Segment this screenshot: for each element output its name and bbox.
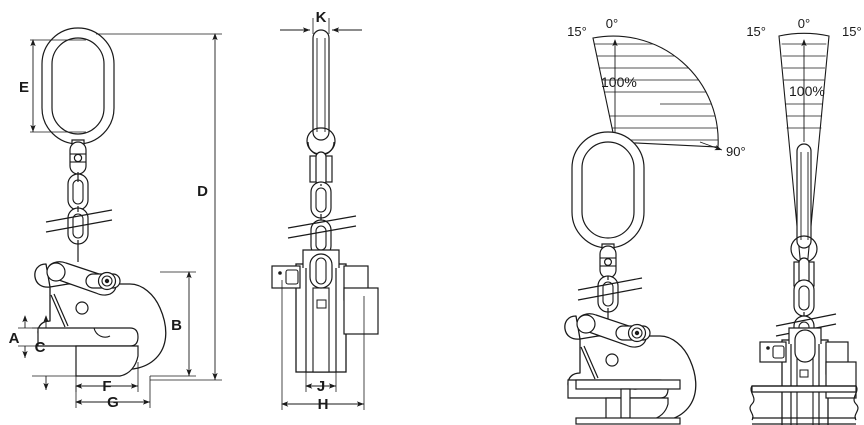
clamp-cam-lever bbox=[46, 261, 121, 296]
dimension-J: J bbox=[305, 372, 337, 395]
clamp-body-front bbox=[271, 249, 379, 373]
plate-with-break-lines bbox=[749, 385, 859, 425]
master-link-edge bbox=[312, 29, 330, 141]
view-side-angle-chart: 0° 15° 90° 100% bbox=[564, 16, 746, 425]
dimension-K: K bbox=[280, 9, 362, 34]
dimension-E: E bbox=[19, 39, 86, 133]
clamp-pivot-pin-left-4 bbox=[759, 341, 787, 363]
master-link bbox=[41, 27, 115, 145]
angle-label-15-right: 15° bbox=[842, 24, 862, 39]
chain-break-symbol-front bbox=[287, 215, 357, 239]
dimension-label-J: J bbox=[317, 378, 325, 395]
view-front-angle-chart: 0° 15° 15° 100% bbox=[746, 16, 862, 425]
chain-break-symbol bbox=[45, 209, 113, 233]
dimension-label-H: H bbox=[318, 396, 329, 413]
clamp-side-block-right bbox=[343, 265, 379, 335]
dimension-label-E: E bbox=[19, 79, 29, 96]
dimension-G: G bbox=[75, 376, 151, 411]
master-link-3 bbox=[571, 131, 645, 249]
chain-assembly bbox=[67, 139, 89, 262]
clamp-top-shackle-4 bbox=[788, 327, 822, 363]
clamp-pivot-pin-left bbox=[271, 265, 301, 289]
dimension-label-F: F bbox=[102, 378, 111, 395]
angle-label-0: 0° bbox=[606, 16, 618, 31]
dimension-label-C: C bbox=[35, 339, 46, 356]
angle-label-15-left: 15° bbox=[746, 24, 766, 39]
capacity-label-front: 100% bbox=[789, 83, 825, 99]
chain-assembly-edge-4 bbox=[775, 235, 837, 353]
angle-label-90: 90° bbox=[726, 144, 746, 159]
dimension-H: H bbox=[281, 280, 365, 413]
dimension-label-D: D bbox=[197, 183, 208, 200]
capacity-label-side: 100% bbox=[601, 74, 637, 90]
dimension-D: D bbox=[96, 33, 222, 381]
clamp-cam-lever-3 bbox=[576, 313, 651, 348]
dimension-label-A: A bbox=[9, 330, 20, 347]
master-link-edge-4 bbox=[796, 143, 812, 249]
view-side-dimensioned: E D B A C bbox=[9, 27, 222, 411]
dimension-B: B bbox=[150, 271, 196, 377]
chain-assembly-edge bbox=[306, 127, 336, 257]
dimension-label-G: G bbox=[107, 394, 119, 411]
view-front-dimensioned: K J H bbox=[271, 9, 379, 413]
dimension-C: C bbox=[32, 315, 80, 390]
angle-label-15: 15° bbox=[567, 24, 587, 39]
i-beam bbox=[575, 379, 681, 425]
clamp-top-shackle bbox=[302, 249, 340, 289]
clamp-body bbox=[34, 261, 167, 377]
angle-label-0-front: 0° bbox=[798, 16, 810, 31]
dimension-label-B: B bbox=[171, 317, 182, 334]
dimension-label-K: K bbox=[316, 9, 327, 26]
